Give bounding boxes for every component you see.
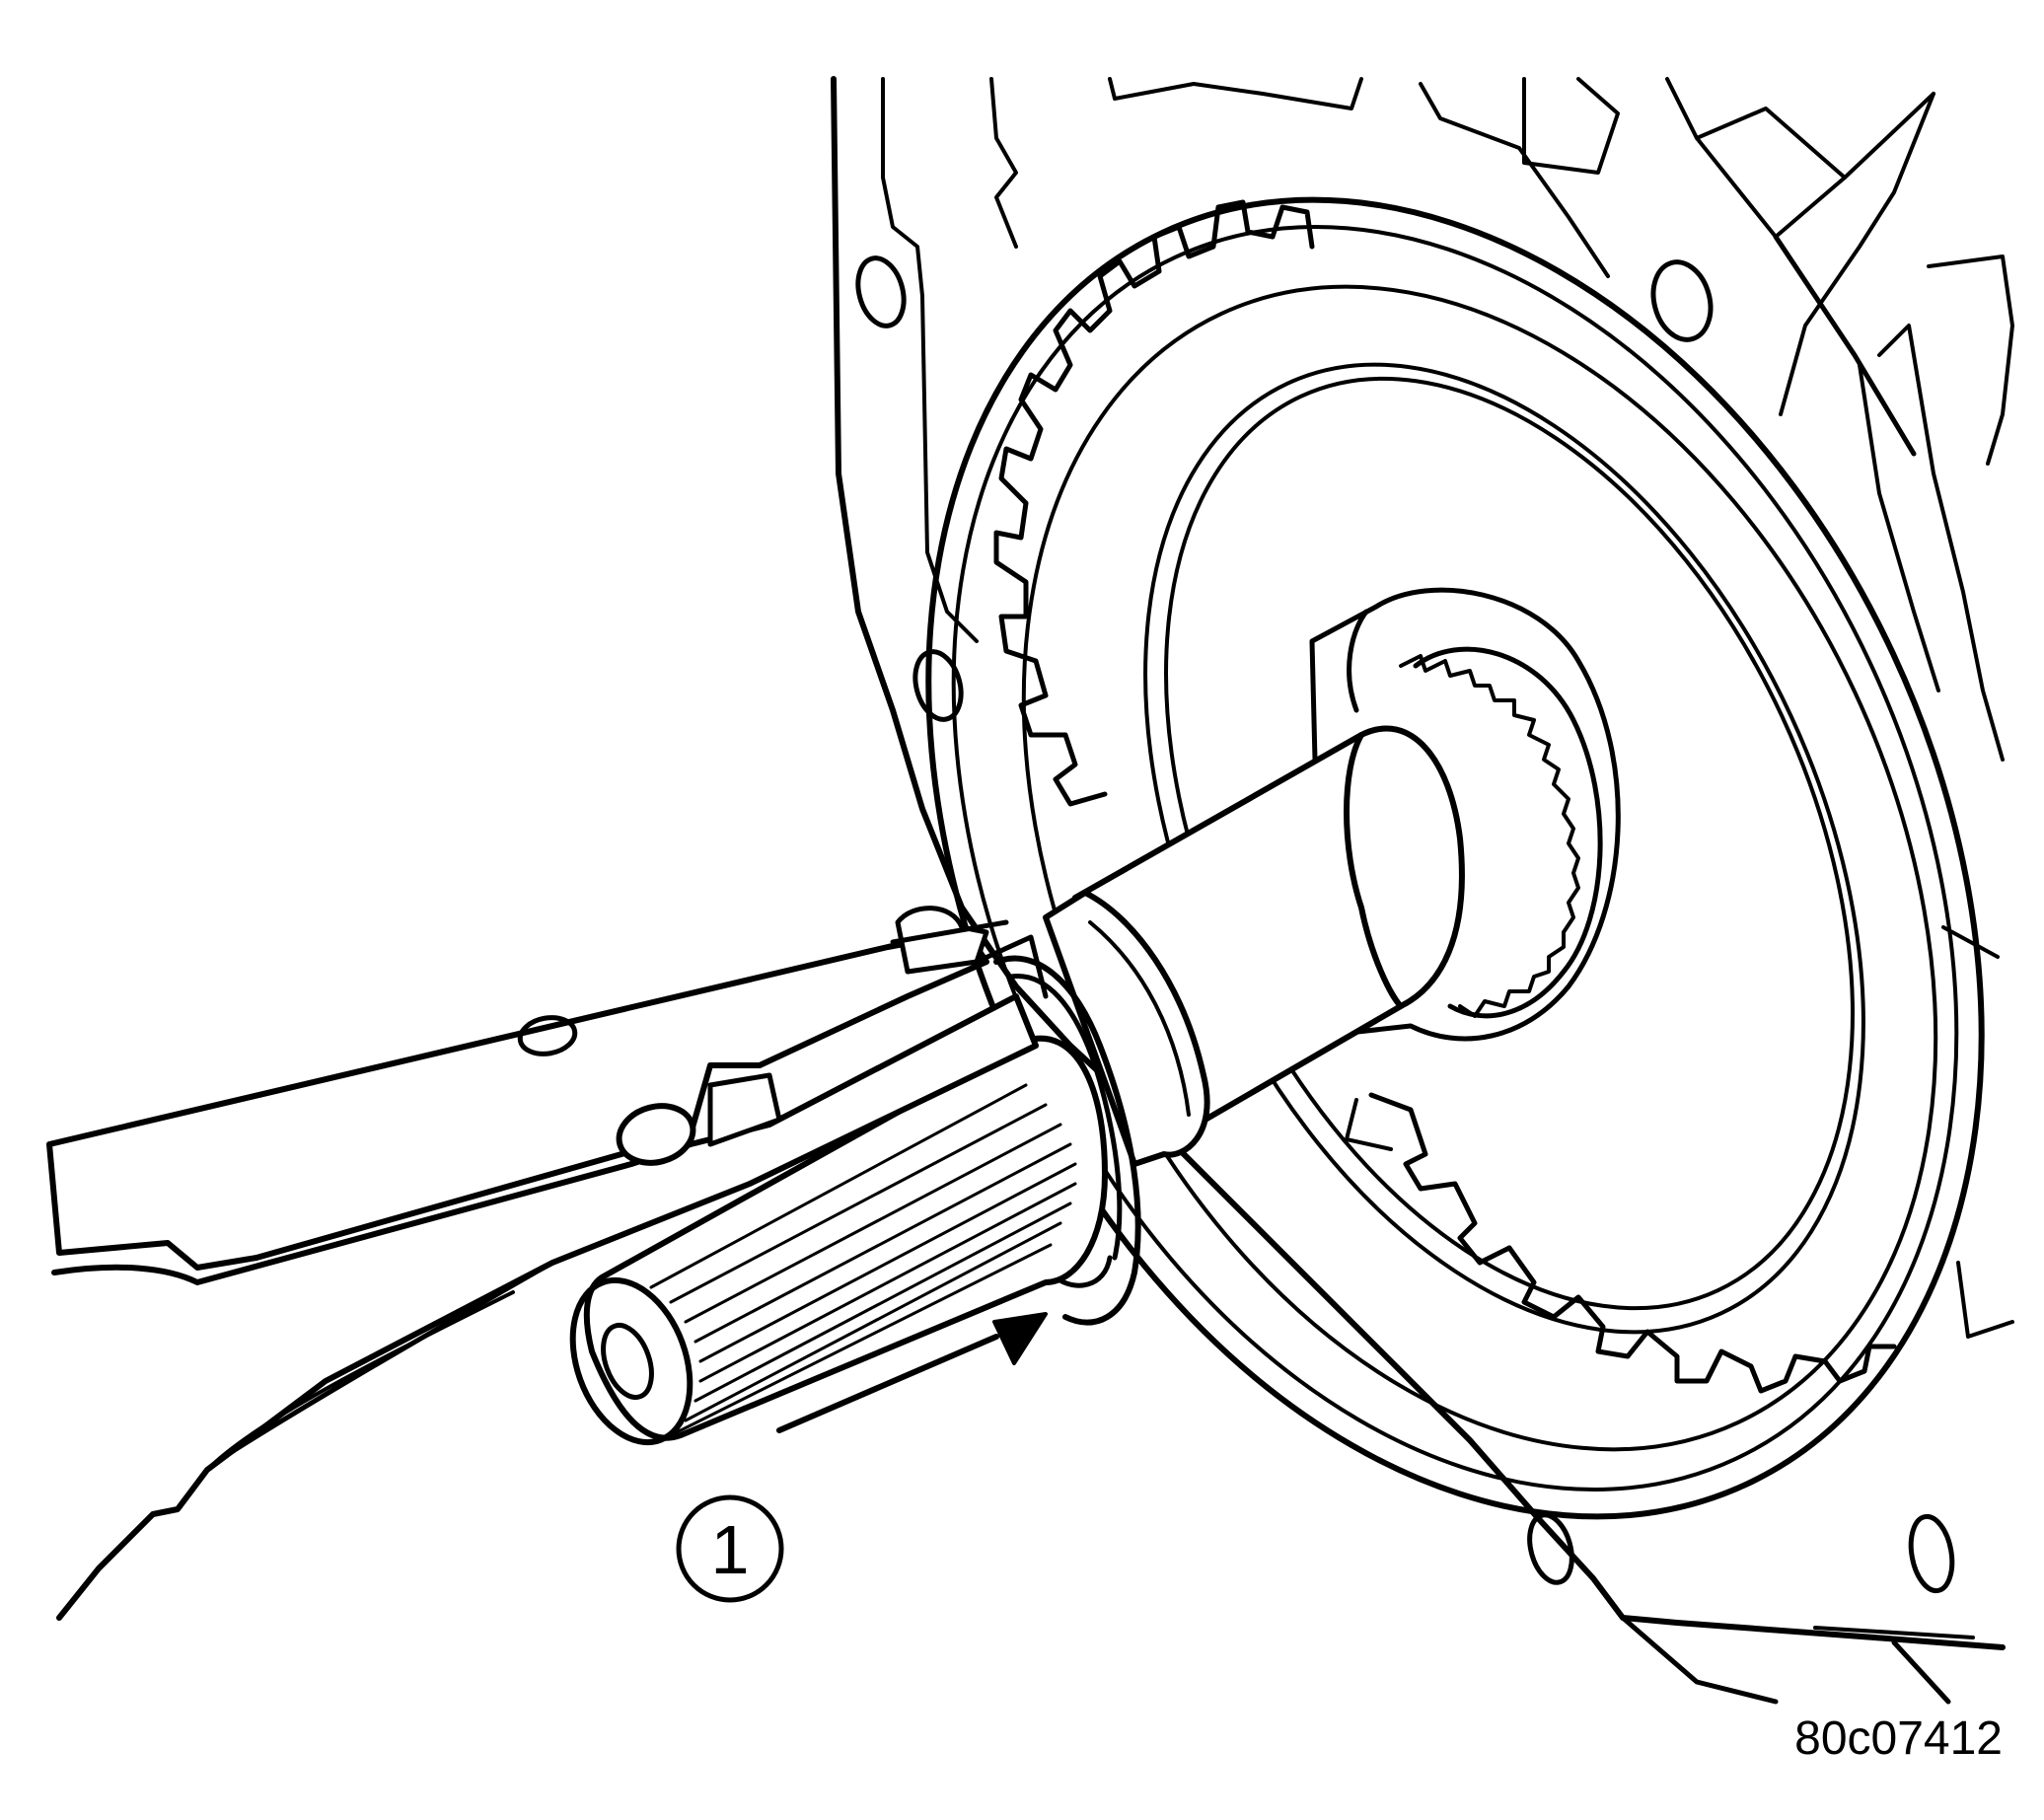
arrow-icon [776, 1312, 1048, 1433]
figure-id: 80c07412 [1794, 1712, 2003, 1765]
output-shaft [569, 587, 1621, 1446]
transfer-case-housing [831, 76, 2014, 1705]
bolt-hole [912, 649, 964, 722]
bolt-hole [1650, 259, 1714, 342]
bolt-hole [855, 255, 907, 328]
bolt-hole [1908, 1513, 1955, 1594]
ring-gear-teeth [993, 199, 1897, 1394]
bolt-hole [1527, 1512, 1574, 1585]
hub-internal-splines [1399, 654, 1580, 1018]
pliers-rivet [517, 1015, 578, 1056]
pliers-pivot [616, 1103, 696, 1166]
callout-1: 1 [676, 1494, 784, 1603]
splined-shaft-end [569, 1035, 1108, 1446]
callout-label: 1 [711, 1511, 750, 1588]
snap-ring-pliers [46, 906, 1049, 1621]
